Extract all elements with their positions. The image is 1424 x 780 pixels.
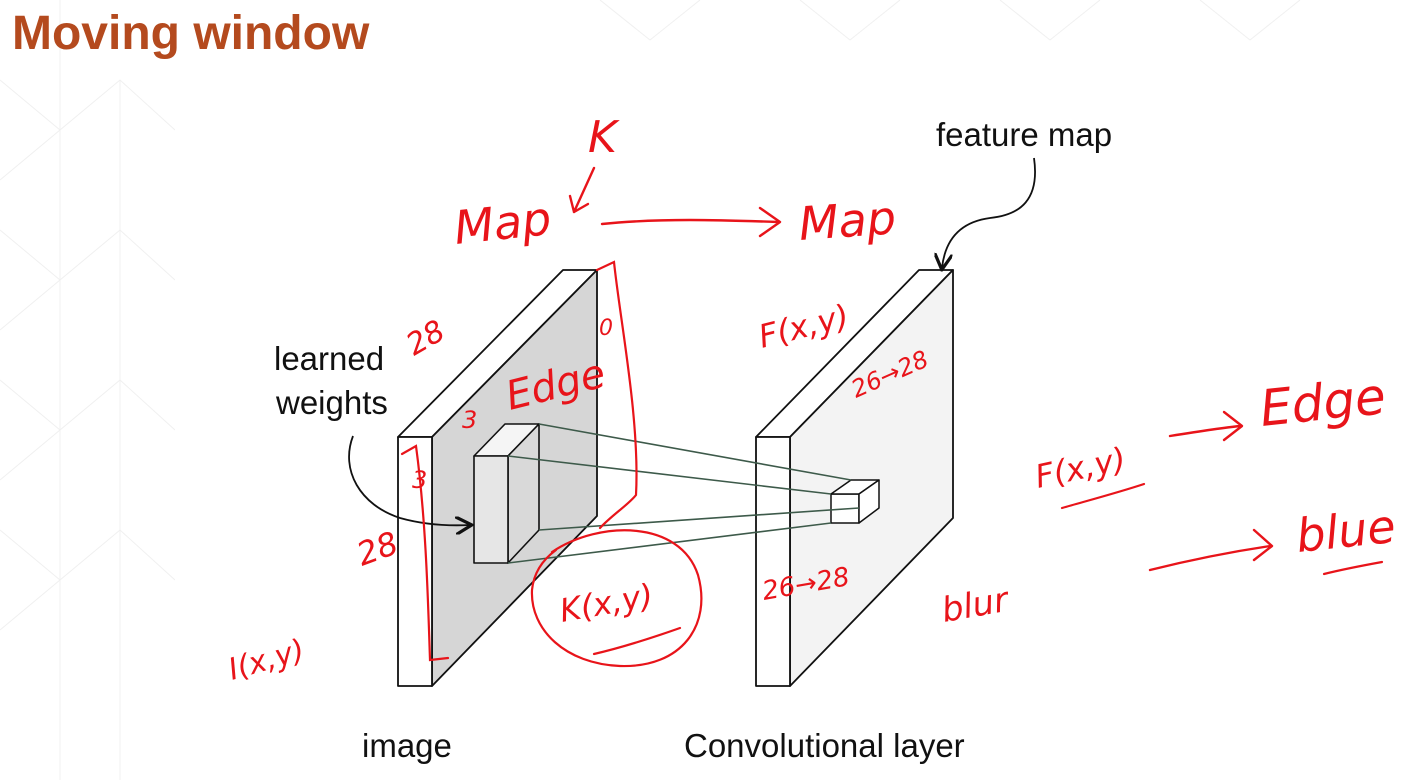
conv-slab-side [755,436,791,687]
annotation-f-xy-right-underline [1060,482,1146,510]
annotation-k-xy-underline [592,626,682,656]
annotation-blue-arrow [1148,528,1274,572]
annotation-28-left: 28 [352,524,403,574]
annotation-k-arrow [568,166,596,214]
annotation-blue-underline [1322,560,1384,576]
kernel-front [473,455,509,564]
annotation-map-arrow [600,206,782,238]
annotation-i-xy: I(x,y) [225,633,309,688]
annotation-k-top: K [588,118,620,163]
annotation-image-left-bracket [400,444,450,662]
annotation-map-right: Map [797,190,898,251]
feature-map-pointer-arrow [942,157,1036,268]
learned-weights-label-line2: weights [275,384,388,421]
annotation-zero: 0 [599,316,613,341]
image-slab-side [397,436,433,687]
annotation-map-left: Map [452,191,554,255]
annotation-3-top: 3 [462,406,477,434]
annotation-f-xy-right: F(x,y) [1032,440,1129,496]
annotation-f-xy-top: F(x,y) [755,297,853,356]
image-label: image [362,727,452,764]
annotation-edge-right: Edge [1257,367,1388,438]
feature-cell-right [858,479,880,524]
conv-layer-label: Convolutional layer [684,727,965,764]
annotation-k-xy-circle [530,529,703,668]
annotation-blur: blur [939,580,1013,631]
conv-slab [755,269,954,687]
figure-panel: feature map learned weights image Convol… [175,118,1424,780]
feature-map-label: feature map [936,118,1112,153]
annotation-blue: blue [1294,499,1399,563]
annotation-image-right-bracket [595,260,638,530]
slide-title: Moving window [12,7,370,60]
learned-weights-label-line1: learned [274,340,384,377]
annotation-28-top: 28 [401,314,452,363]
annotation-edge-arrow [1168,410,1244,442]
annotation-k-xy: K(x,y) [557,576,656,630]
diagram: feature map learned weights image Convol… [225,118,1399,764]
learned-weights-pointer-arrow [348,435,470,525]
kernel-cube [473,423,540,564]
projection-lines [507,423,860,564]
